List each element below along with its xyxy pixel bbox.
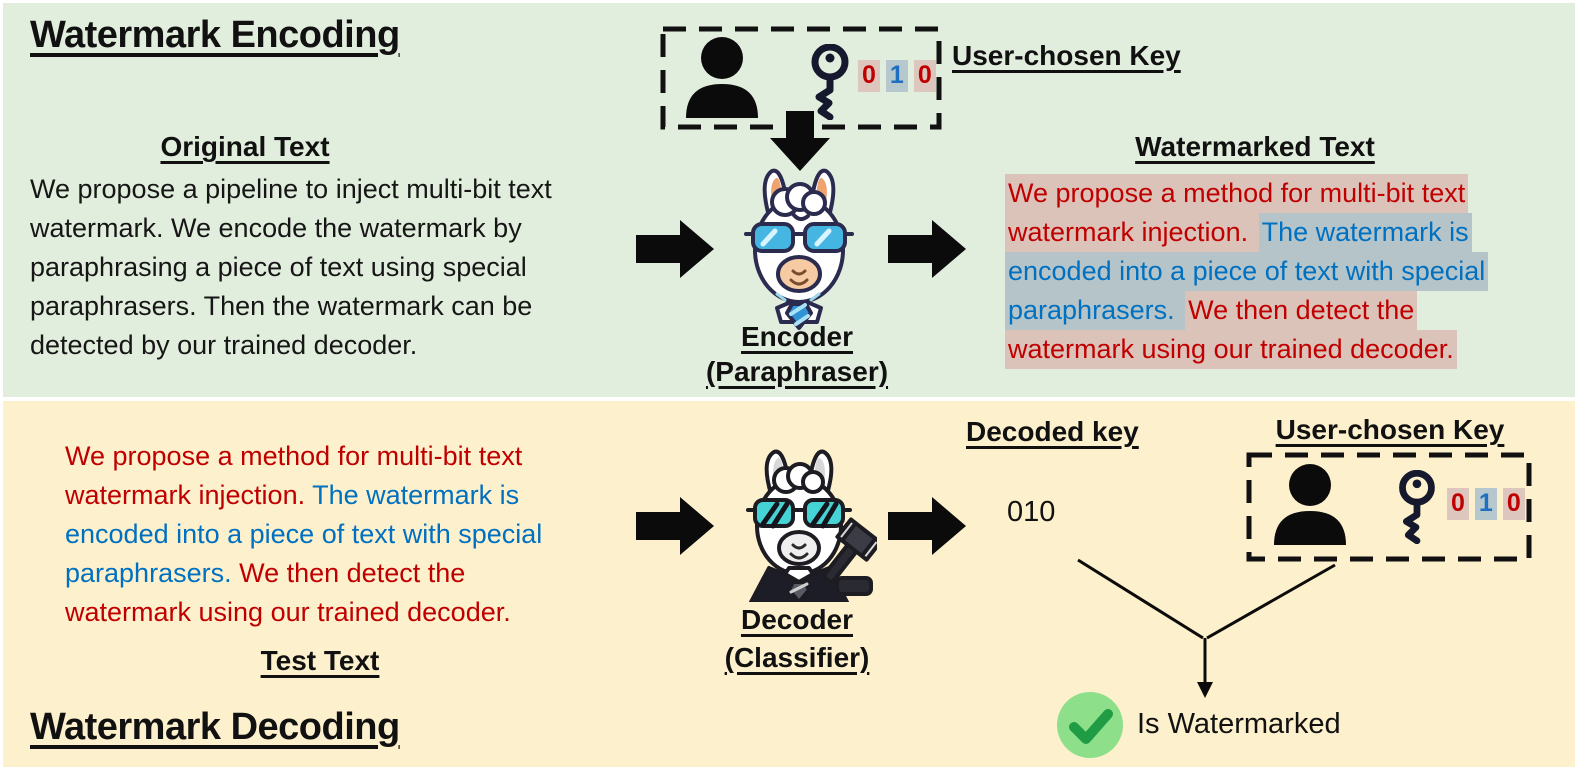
check-icon [1057, 692, 1123, 758]
decoded-key-heading: Decoded key [966, 416, 1139, 447]
dashed-border [1246, 452, 1532, 562]
encoder-role-label: (Paraphraser) [705, 356, 889, 387]
watermarked-text-heading: Watermarked Text [1135, 131, 1375, 162]
arrow-down-icon [770, 111, 830, 171]
decoding-title: Watermark Decoding [30, 706, 400, 748]
encoder-label: Encoder [740, 321, 854, 352]
original-text-heading: Original Text [160, 131, 330, 162]
encoder-llama-illustration [744, 168, 854, 330]
user-chosen-key-label: User-chosen Key [1275, 414, 1505, 445]
comparison-arrow [1077, 558, 1336, 698]
user-key-box [1246, 452, 1532, 562]
result-label: Is Watermarked [1137, 708, 1341, 740]
user-chosen-key-label: User-chosen Key [952, 40, 1181, 71]
key-icon [811, 44, 849, 120]
arrow-right-icon [636, 497, 714, 555]
encoding-title: Watermark Encoding [30, 14, 400, 56]
person-icon [686, 37, 758, 118]
key-icon [1399, 470, 1435, 544]
arrow-right-icon [888, 497, 966, 555]
test-text-heading: Test Text [260, 645, 380, 676]
decoder-role-label: (Classifier) [724, 642, 870, 673]
decoder-label: Decoder [740, 604, 854, 635]
decoded-key-value: 010 [1007, 496, 1056, 528]
original-text-paragraph: We propose a pipeline to inject multi-bi… [30, 174, 552, 360]
decoder-llama-illustration [746, 449, 877, 602]
person-icon [1274, 464, 1346, 545]
arrow-right-icon [888, 220, 966, 278]
arrow-right-icon [636, 220, 714, 278]
